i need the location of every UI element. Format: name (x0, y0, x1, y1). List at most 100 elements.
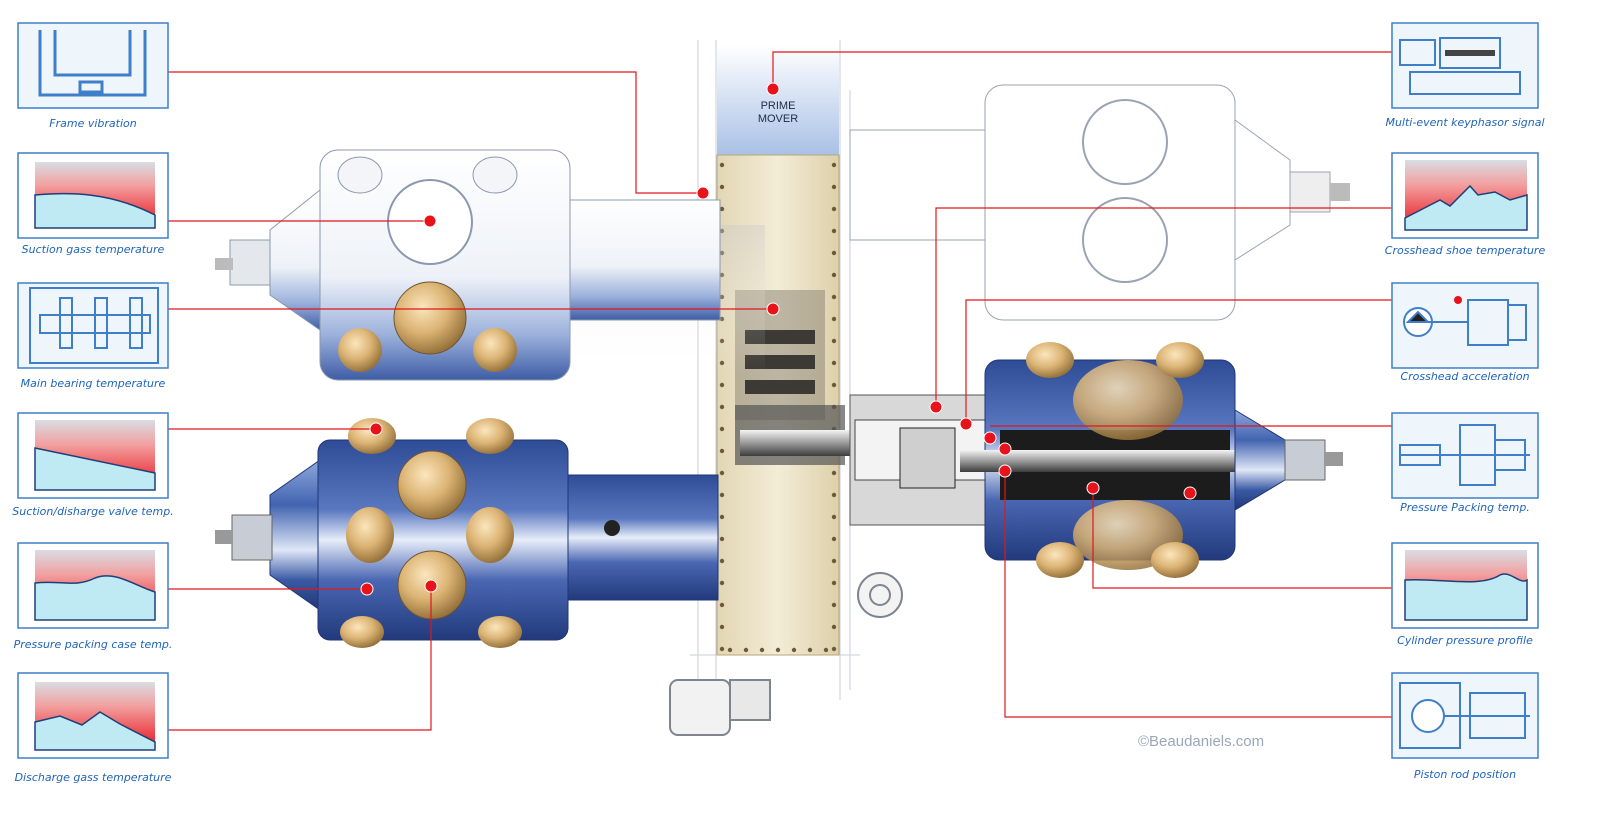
frame-icon (38, 30, 147, 97)
cylinder-left-top (215, 149, 765, 381)
frame-bolt (719, 448, 725, 454)
frame-bolt (831, 382, 837, 388)
frame-bolt (719, 162, 725, 168)
label-cylinder-pressure: Cylinder pressure profile (1397, 634, 1533, 647)
cylinder-left-bottom (215, 418, 719, 648)
frame-bolt (743, 647, 749, 653)
label-pressure-packing: Pressure Packing temp. (1400, 501, 1530, 514)
frame-bolt (831, 646, 837, 652)
frame-bolt (831, 492, 837, 498)
credit-text: ©Beaudaniels.com (1138, 733, 1265, 750)
frame-bolt (719, 382, 725, 388)
frame-bolt (831, 250, 837, 256)
leader-lines (158, 51, 1449, 731)
sensor-points (360, 82, 1197, 596)
sensor-cylinder-pressure-b (1183, 486, 1197, 500)
frame-bolt (719, 646, 725, 652)
panel-pressure-packing (1391, 412, 1539, 499)
label-packing-case: Pressure packing case temp. (13, 638, 173, 651)
frame-bolt (831, 360, 837, 366)
frame-bolt (831, 272, 837, 278)
frame-bolt (831, 602, 837, 608)
frame-bolt (719, 624, 725, 630)
cylinder-right-top (849, 84, 1350, 321)
panel-valve-temp (17, 412, 169, 499)
frame-bolt (831, 228, 837, 234)
panel-crosshead-accel (1391, 282, 1539, 369)
crosshead-icon (1403, 299, 1527, 346)
piston-rod-icon (1399, 682, 1530, 749)
sensor-cylinder-pressure (1086, 481, 1100, 495)
keyphasor-icon (1399, 37, 1521, 95)
panel-frame-vibration (17, 22, 169, 109)
frame-bolt (831, 624, 837, 630)
sensor-rod-position (998, 464, 1012, 478)
frame-bolt (831, 470, 837, 476)
label-crosshead-shoe: Crosshead shoe temperature (1384, 244, 1546, 257)
cylinder-right-bottom (849, 342, 1343, 578)
panel-discharge-gas (17, 672, 169, 759)
bottom-piping (669, 572, 903, 736)
frame-bolt (831, 338, 837, 344)
crankshaft-icon (29, 287, 159, 364)
frame-bolt (759, 647, 765, 653)
sensor-pressure-packing-b (998, 442, 1012, 456)
frame-bolt (831, 316, 837, 322)
label-keyphasor: Multi-event keyphasor signal (1385, 116, 1545, 129)
label-discharge-gas: Discharge gass temperature (14, 771, 172, 784)
label-main-bearing: Main bearing temperature (20, 377, 166, 390)
frame-bolt (719, 514, 725, 520)
sensor-suction-gas (423, 214, 437, 228)
label-crosshead-accel: Crosshead acceleration (1400, 370, 1530, 383)
panel-cylinder-pressure (1391, 542, 1539, 629)
sensor-crosshead-accel (959, 417, 973, 431)
frame-bolt (823, 647, 829, 653)
panel-crosshead-shoe (1391, 152, 1539, 239)
frame-bolt (831, 184, 837, 190)
frame-bolt (831, 514, 837, 520)
frame-bolt (719, 602, 725, 608)
sensor-main-bearing (766, 302, 780, 316)
frame-bolt (719, 580, 725, 586)
panel-main-bearing (17, 282, 169, 369)
sensor-discharge-gas (424, 579, 438, 593)
frame-bolt (831, 162, 837, 168)
frame-bolt (719, 558, 725, 564)
frame-bolt (719, 470, 725, 476)
frame-bolt (719, 426, 725, 432)
frame-bolt (775, 647, 781, 653)
label-piston-rod: Piston rod position (1413, 768, 1517, 781)
frame-bolt (719, 206, 725, 212)
panel-packing-case (17, 542, 169, 629)
panel-piston-rod (1391, 672, 1539, 759)
label-suction-gas: Suction gass temperature (21, 243, 165, 256)
sensor-frame-vibration (696, 186, 710, 200)
frame-bolt (719, 536, 725, 542)
prime-mover-block (717, 45, 839, 155)
frame-bolt (719, 184, 725, 190)
packing-icon (1399, 424, 1530, 486)
prime-mover-label-line1: PRIME (760, 100, 796, 112)
sensor-crosshead-shoe (929, 400, 943, 414)
panel-keyphasor (1391, 22, 1539, 109)
frame-bolt (831, 580, 837, 586)
sensor-packing-case (360, 582, 374, 596)
frame-bolt (831, 294, 837, 300)
frame-bolt (807, 647, 813, 653)
panel-suction-gas (17, 152, 169, 239)
frame-bolt (719, 492, 725, 498)
frame-bolt (831, 206, 837, 212)
prime-mover-label-line2: MOVER (757, 113, 799, 125)
label-frame-vibration: Frame vibration (49, 117, 137, 130)
frame-bolt (831, 558, 837, 564)
prime-mover-label: PRIME MOVER (728, 100, 828, 126)
label-valve-temp: Suction/disharge valve temp. (12, 505, 174, 518)
sensor-pressure-packing-a (983, 431, 997, 445)
frame-bolt (831, 536, 837, 542)
frame-bolt (791, 647, 797, 653)
sensor-valve (369, 422, 383, 436)
sensor-keyphasor (766, 82, 780, 96)
frame-bolt (727, 647, 733, 653)
frame-bolt (719, 404, 725, 410)
